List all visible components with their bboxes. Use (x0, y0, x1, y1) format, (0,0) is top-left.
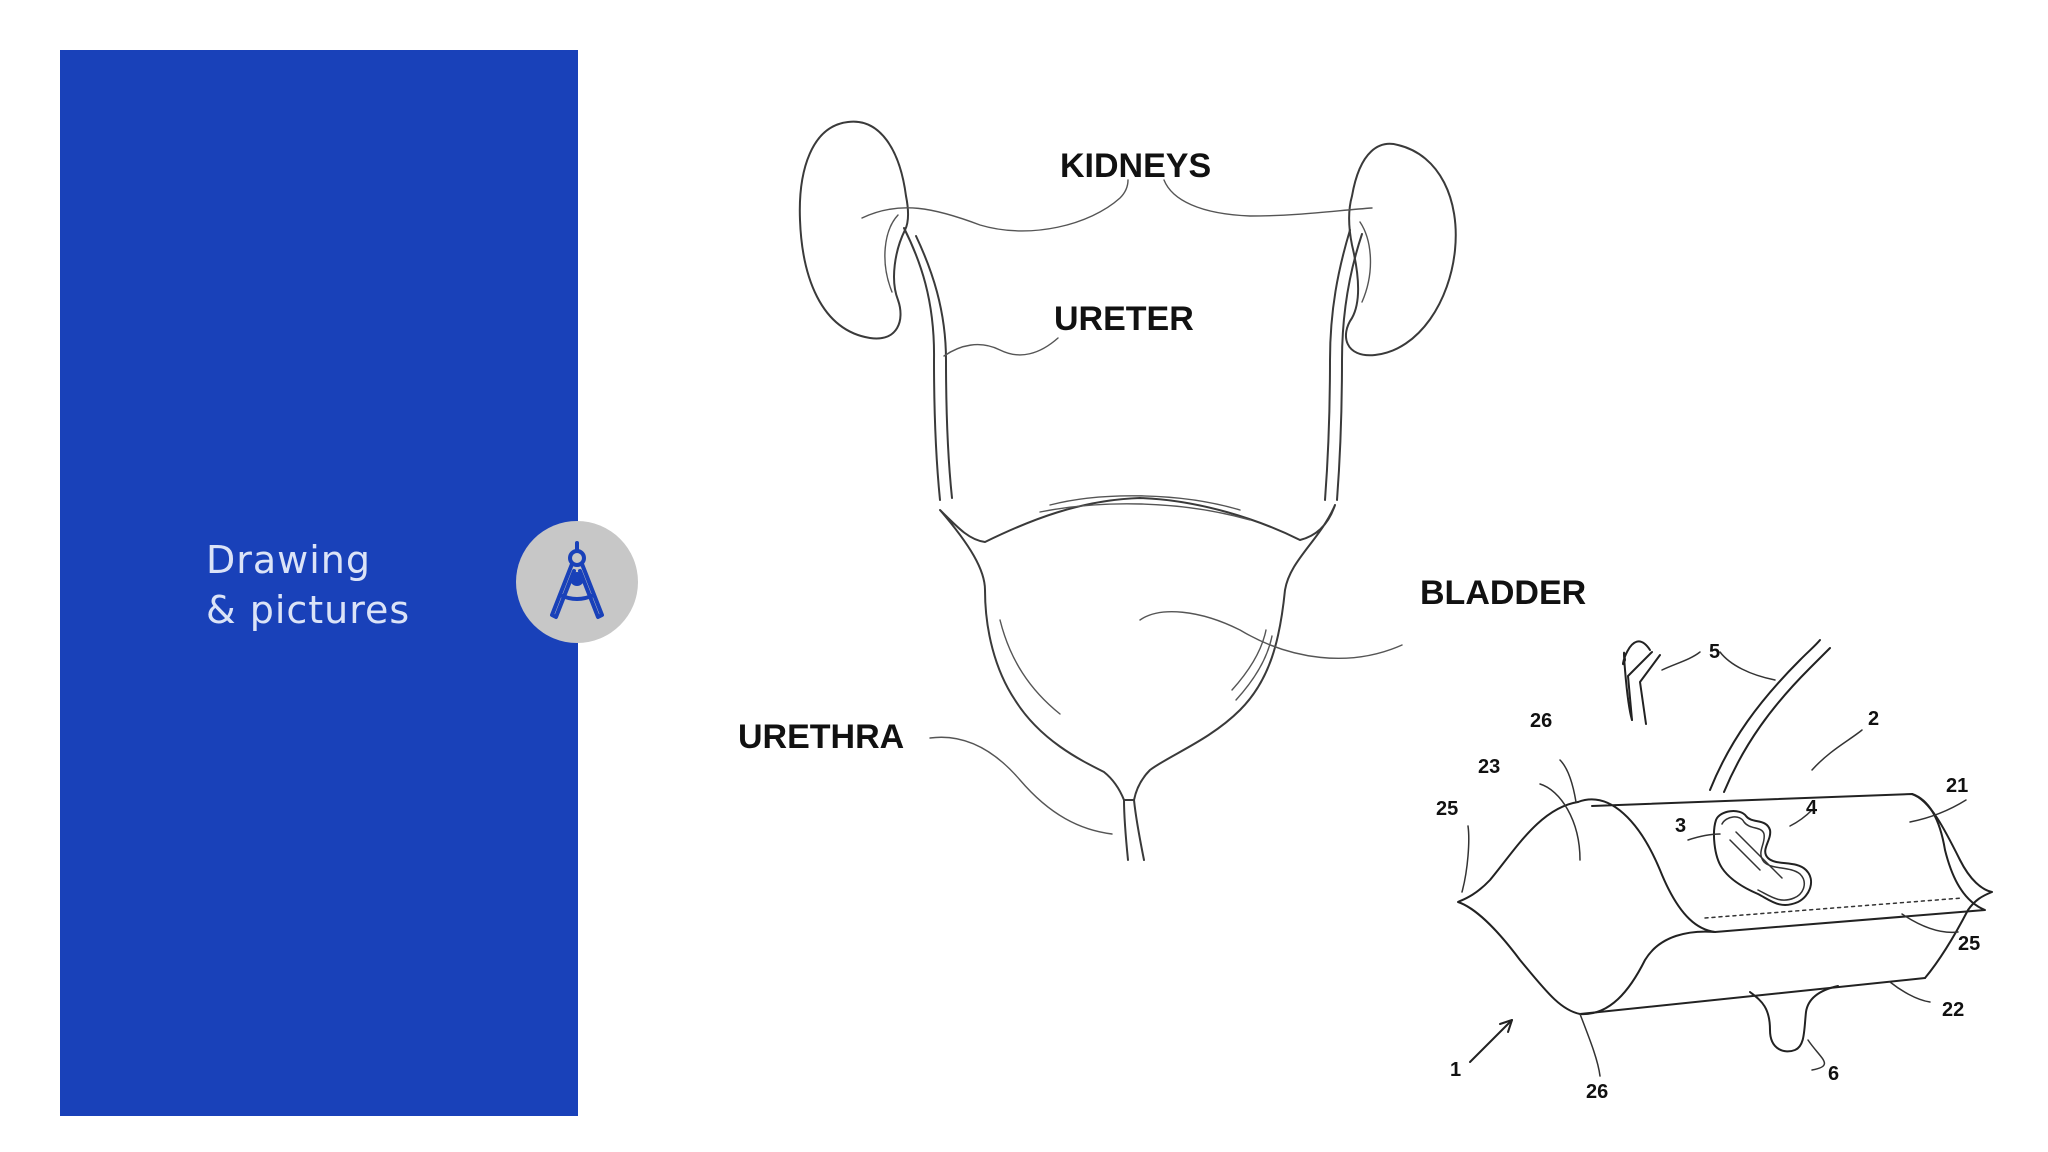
drafting-compass-icon (550, 541, 604, 619)
label-urethra: URETHRA (738, 718, 904, 756)
ref-3: 3 (1675, 815, 1686, 837)
device-right-wing (1911, 793, 1993, 979)
ref-23: 23 (1478, 756, 1500, 778)
label-kidneys: KIDNEYS (1060, 147, 1211, 185)
label-bladder: BLADDER (1420, 574, 1586, 612)
ref-26-bottom: 26 (1586, 1081, 1608, 1103)
right-kidney (1344, 142, 1457, 357)
bladder (939, 497, 1336, 801)
urethra (1123, 799, 1129, 861)
ureter-leader (943, 337, 1059, 357)
ref-5: 5 (1709, 641, 1720, 663)
ref-6: 6 (1828, 1063, 1839, 1085)
device-patent-figure: 5 2 26 23 21 25 3 4 25 22 1 6 26 (1436, 639, 1993, 1103)
section-title-line1: Drawing (206, 538, 372, 582)
ref-4: 4 (1806, 797, 1818, 819)
kidneys-leader-left (861, 179, 1129, 232)
bladder-leader (1139, 611, 1403, 659)
urinary-system-sketch: KIDNEYS URETER BLADDER URETHRA (738, 120, 1586, 861)
ref-1: 1 (1450, 1059, 1461, 1081)
strap-right (1709, 639, 1821, 791)
urethra-leader (929, 736, 1113, 835)
device-window (1713, 810, 1813, 906)
device-left-wing (1457, 801, 1581, 1015)
left-kidney (798, 120, 910, 340)
label-ureter: URETER (1054, 300, 1194, 338)
device-lower-body (1579, 930, 1716, 1016)
ref-25-left: 25 (1436, 798, 1458, 820)
ref-26-top: 26 (1530, 710, 1552, 732)
device-nozzle (1749, 985, 1839, 1053)
ref-21: 21 (1946, 775, 1968, 797)
right-ureter (1324, 229, 1351, 501)
ref-22: 22 (1942, 999, 1964, 1021)
strap-left (1622, 640, 1651, 721)
section-title-line2: & pictures (206, 588, 411, 632)
section-icon-badge (516, 521, 638, 643)
side-panel (60, 50, 578, 1116)
ref-25-right: 25 (1958, 933, 1980, 955)
ref-2: 2 (1868, 708, 1879, 730)
device-seam (1704, 897, 1963, 919)
section-title: Drawing & pictures (206, 535, 410, 635)
kidneys-leader-right (1163, 179, 1373, 217)
left-ureter (903, 227, 941, 501)
device-arrow (1469, 1019, 1513, 1063)
